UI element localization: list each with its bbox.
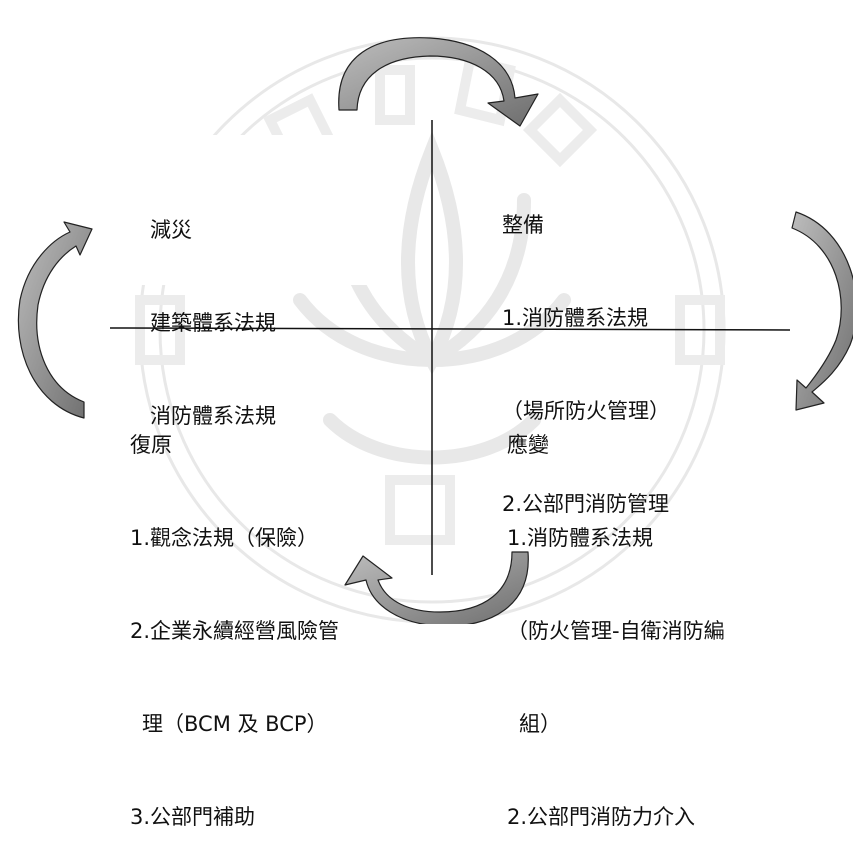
mitigation-title: 減災 (150, 218, 192, 242)
curved-arrow-right (791, 211, 853, 411)
mitigation-line-1: 建築體系法規 (150, 311, 276, 335)
preparedness-line-1: 1.消防體系法規 (502, 306, 649, 330)
quadrant-preparedness: 整備 1.消防體系法規 （場所防火管理） 2.公部門消防管理 (502, 148, 670, 551)
response-title: 應變 (507, 433, 549, 457)
preparedness-line-3: 2.公部門消防管理 (502, 492, 670, 516)
recovery-line-1: 1.觀念法規（保險） (130, 526, 319, 550)
response-line-4: 2.公部門消防力介入 (507, 805, 696, 829)
curved-arrow-left (17, 221, 93, 419)
recovery-line-3: 理（BCM 及 BCP） (142, 712, 328, 736)
preparedness-line-2: （場所防火管理） (502, 399, 670, 423)
watermark-seal (120, 36, 726, 624)
curved-arrow-top (338, 37, 539, 127)
mitigation-line-2: 消防體系法規 (150, 404, 276, 428)
recovery-title: 復原 (130, 433, 172, 457)
recovery-line-4: 3.公部門補助 (130, 805, 256, 829)
horizontal-axis (109, 327, 791, 331)
quadrant-mitigation: 減災 建築體系法規 消防體系法規 (150, 153, 276, 463)
response-line-1: 1.消防體系法規 (507, 526, 654, 550)
disaster-cycle-diagram (17, 37, 853, 624)
response-line-3: 組） (519, 712, 561, 736)
quadrant-response: 應變 1.消防體系法規 （防火管理-自衛消防編 組） 2.公部門消防力介入 (507, 368, 725, 864)
curved-arrow-bottom (344, 551, 529, 624)
recovery-line-2: 2.企業永續經營風險管 (130, 619, 340, 643)
mitigation-text-background (120, 135, 380, 285)
preparedness-title: 整備 (502, 213, 544, 237)
quadrant-recovery: 復原 1.觀念法規（保險） 2.企業永續經營風險管 理（BCM 及 BCP） 3… (130, 368, 339, 864)
response-line-2: （防火管理-自衛消防編 (507, 619, 725, 643)
